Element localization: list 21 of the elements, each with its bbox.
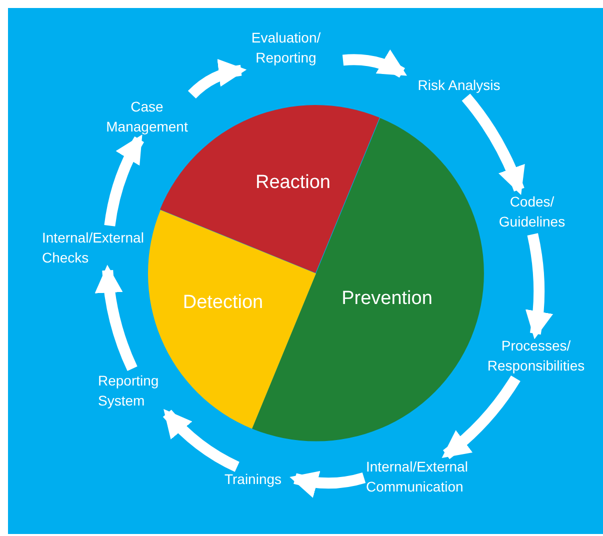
arrow — [442, 375, 520, 460]
arrow — [95, 264, 138, 371]
step-label: Internal/External Checks — [42, 230, 144, 266]
arrow — [104, 134, 144, 226]
step-label: Risk Analysis — [418, 76, 500, 93]
step-label: Codes/ Guidelines — [498, 194, 566, 230]
slice-label: Detection — [182, 292, 264, 314]
step-label: Evaluation/ Reporting — [251, 30, 321, 66]
slice-label: Reaction — [255, 172, 330, 194]
step-label: Case Management — [106, 98, 188, 135]
arrow — [290, 470, 366, 498]
step-label: Processes/ Responsibilities — [487, 338, 585, 374]
step-label: Internal/External Communication — [366, 458, 468, 495]
step-label: Trainings — [224, 470, 282, 487]
slice-label: Prevention — [342, 288, 432, 310]
arrow — [462, 94, 524, 195]
arrow — [162, 409, 240, 472]
step-label: Reporting System — [98, 372, 159, 409]
arrow — [342, 50, 408, 78]
arrow — [188, 60, 247, 99]
arrow — [525, 233, 553, 340]
